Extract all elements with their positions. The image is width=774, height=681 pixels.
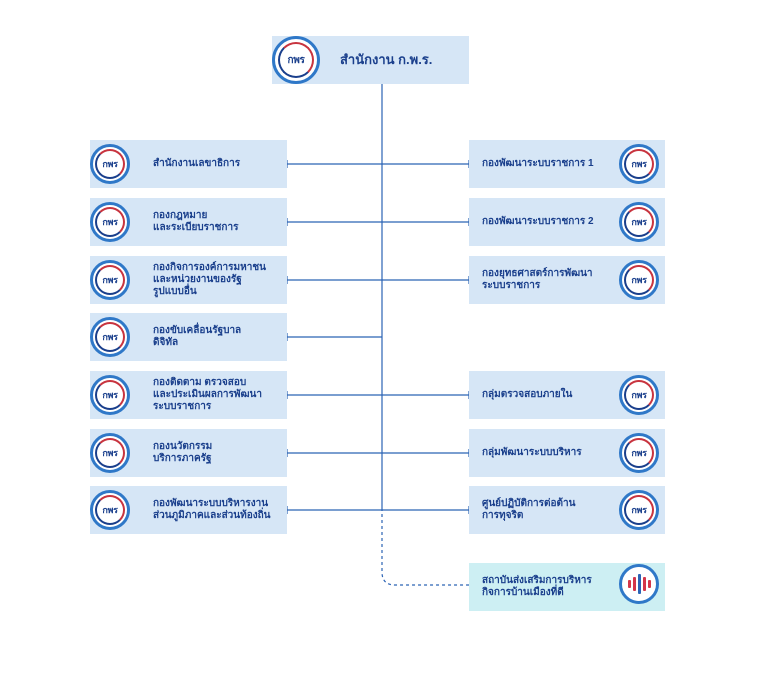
- unit-logo-badge: กพร: [90, 144, 130, 184]
- logo-text: กพร: [631, 218, 647, 228]
- top-office-label: สำนักงาน ก.พ.ร.: [340, 52, 433, 67]
- unit-logo-badge: กพร: [90, 433, 130, 473]
- unit-logo-badge: กพร: [90, 490, 130, 530]
- logo-text: กพร: [102, 218, 118, 228]
- affiliate-logo-badge: [619, 564, 659, 604]
- logo-text: กพร: [631, 506, 647, 516]
- unit-logo-badge: กพร: [90, 260, 130, 300]
- right-unit-label: กลุ่มตรวจสอบภายใน: [482, 389, 573, 400]
- unit-logo-badge: กพร: [619, 490, 659, 530]
- logo-text: กพร: [102, 449, 118, 459]
- left-unit-label: สำนักงานเลขาธิการ: [153, 158, 241, 169]
- logo-text: กพร: [102, 391, 118, 401]
- left-unit-label: กองกิจการองค์การมหาชน และหน่วยงานของรัฐ …: [153, 262, 266, 297]
- opdc-logo-icon: กพร: [624, 495, 654, 525]
- right-unit-label: กลุ่มพัฒนาระบบบริหาร: [482, 447, 582, 458]
- logo-text: กพร: [102, 506, 118, 516]
- right-unit-label: กองพัฒนาระบบราชการ 2: [482, 216, 594, 227]
- logo-text: กพร: [102, 333, 118, 343]
- unit-logo-badge: กพร: [90, 375, 130, 415]
- logo-text: กพร: [631, 449, 647, 459]
- opdc-logo-icon: กพร: [95, 322, 125, 352]
- opdc-logo-icon: กพร: [624, 149, 654, 179]
- opdc-logo-icon: กพร: [95, 207, 125, 237]
- left-unit-label: กองกฎหมาย และระเบียบราชการ: [153, 210, 239, 233]
- logo-text: กพร: [287, 54, 305, 66]
- logo-text: กพร: [631, 160, 647, 170]
- affiliate-label: สถาบันส่งเสริมการบริหาร กิจการบ้านเมืองท…: [482, 575, 592, 598]
- opdc-logo-icon: กพร: [95, 380, 125, 410]
- opdc-logo-icon: กพร: [624, 380, 654, 410]
- opdc-logo-icon: กพร: [624, 265, 654, 295]
- unit-logo-badge: กพร: [90, 317, 130, 357]
- logo-text: กพร: [631, 391, 647, 401]
- unit-logo-badge: กพร: [619, 375, 659, 415]
- top-logo-badge: กพร: [272, 36, 320, 84]
- logo-text: กพร: [631, 276, 647, 286]
- affiliate-dashed-line: [381, 508, 469, 586]
- opdc-logo-icon: กพร: [278, 42, 314, 78]
- unit-logo-badge: กพร: [619, 433, 659, 473]
- left-unit-label: กองพัฒนาระบบบริหารงาน ส่วนภูมิภาคและส่วน…: [153, 498, 271, 521]
- unit-logo-badge: กพร: [619, 260, 659, 300]
- opdc-logo-icon: กพร: [624, 438, 654, 468]
- left-unit-label: กองติดตาม ตรวจสอบ และประเมินผลการพัฒนา ร…: [153, 377, 262, 412]
- logo-text: กพร: [102, 276, 118, 286]
- opdc-logo-icon: กพร: [95, 495, 125, 525]
- unit-logo-badge: กพร: [619, 144, 659, 184]
- left-unit-label: กองขับเคลื่อนรัฐบาล ดิจิทัล: [153, 325, 242, 348]
- institute-logo-icon: [627, 574, 651, 594]
- unit-logo-badge: กพร: [619, 202, 659, 242]
- unit-logo-badge: กพร: [90, 202, 130, 242]
- opdc-logo-icon: กพร: [95, 149, 125, 179]
- opdc-logo-icon: กพร: [624, 207, 654, 237]
- logo-text: กพร: [102, 160, 118, 170]
- right-unit-label: กองพัฒนาระบบราชการ 1: [482, 158, 594, 169]
- opdc-logo-icon: กพร: [95, 438, 125, 468]
- right-unit-label: กองยุทธศาสตร์การพัฒนา ระบบราชการ: [482, 268, 593, 291]
- left-unit-label: กองนวัตกรรม บริการภาครัฐ: [153, 441, 213, 464]
- opdc-logo-icon: กพร: [95, 265, 125, 295]
- right-unit-label: ศูนย์ปฏิบัติการต่อต้าน การทุจริต: [482, 498, 576, 521]
